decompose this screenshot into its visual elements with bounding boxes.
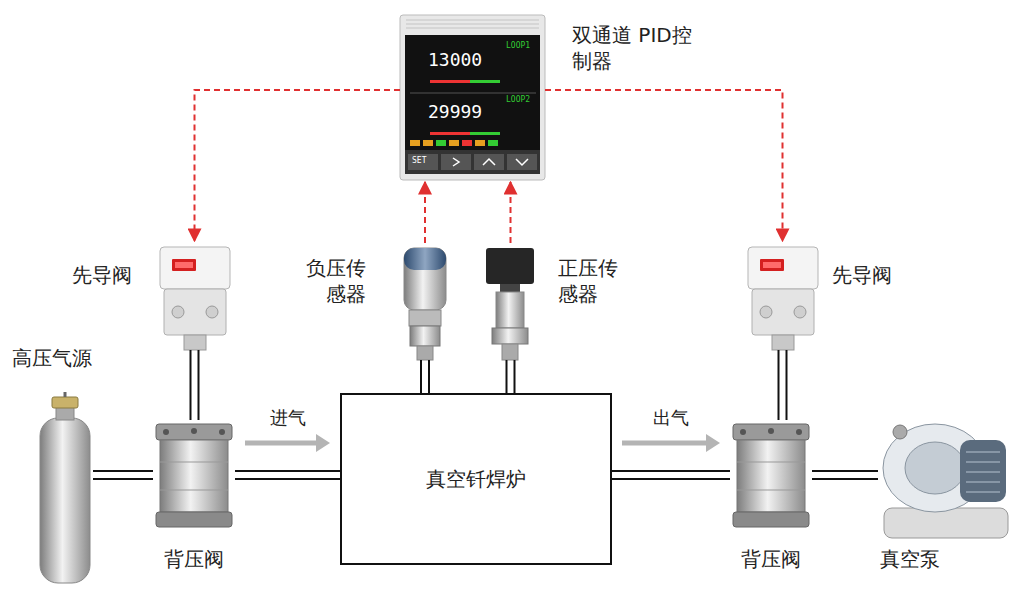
gas-pipe: [507, 360, 515, 393]
sensor-illustration: [486, 248, 534, 360]
pilot-valve: 先导阀: [157, 243, 232, 350]
sensor-illustration: [404, 248, 446, 360]
cylinder-illustration: [40, 392, 90, 583]
device-label: 负压传感器: [300, 255, 366, 307]
pressure-sensor: 负压传感器: [400, 245, 450, 360]
device-label: 背压阀: [725, 546, 817, 572]
gas-pipe: [191, 350, 199, 420]
gas-pipe: [612, 434, 730, 479]
pilot-valve-illustration: [748, 247, 818, 350]
gas-pipe: [235, 434, 340, 479]
controller-illustration: [400, 15, 545, 180]
box-text: 真空钎焊炉: [426, 466, 526, 492]
device-label: 高压气源: [12, 345, 102, 371]
display-value: 29999: [428, 102, 482, 122]
back-pressure-valve-illustration: [156, 424, 232, 527]
back-pressure-valve: 背压阀: [153, 420, 235, 530]
back-pressure-valve: 背压阀: [730, 420, 812, 530]
furnace-box: 真空钎焊炉: [340, 393, 612, 565]
device-label: 真空泵: [880, 546, 970, 572]
gas-cylinder: 高压气源: [38, 395, 93, 585]
display-loop-tag: LOOP1: [506, 42, 530, 51]
device-label: 正压传感器: [558, 255, 624, 307]
gas-pipe: [421, 360, 429, 393]
button-label: SET: [412, 157, 426, 166]
vacuum-pump: 真空泵: [878, 420, 1013, 542]
flow-label: 出气: [651, 407, 691, 429]
display-loop-tag: LOOP2: [506, 96, 530, 105]
signal-line: [195, 90, 401, 241]
gas-pipe: [779, 350, 787, 420]
gas-pipe: [812, 471, 878, 479]
gas-pipe: [93, 471, 153, 479]
display-value: 13000: [428, 50, 482, 70]
back-pressure-valve-illustration: [733, 424, 809, 527]
device-label: 先导阀: [72, 262, 142, 288]
flow-label: 进气: [268, 407, 308, 429]
signal-line: [425, 182, 426, 243]
pilot-valve: 先导阀: [745, 243, 820, 350]
pressure-sensor: 正压传感器: [483, 245, 538, 360]
signal-line: [545, 90, 783, 241]
device-label: 先导阀: [832, 262, 902, 288]
signal-line: [510, 182, 511, 243]
pilot-valve-illustration: [160, 247, 230, 350]
device-label: 背压阀: [148, 546, 240, 572]
pump-illustration: [883, 424, 1008, 538]
device-label: 双通道 PID控制器: [572, 22, 702, 74]
